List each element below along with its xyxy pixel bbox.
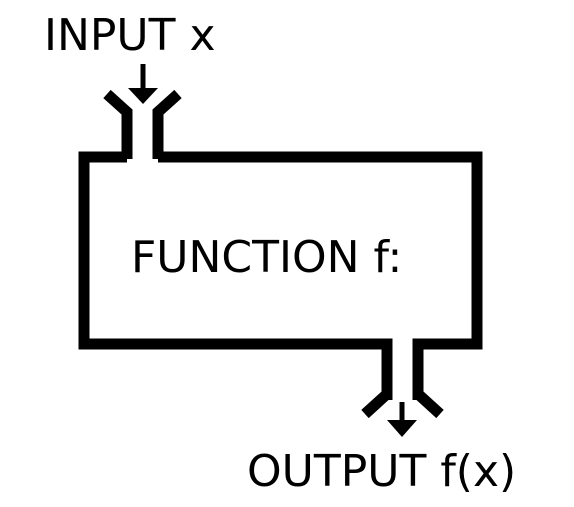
output-label: OUTPUT f(x) [247, 446, 516, 497]
output-funnel [361, 344, 444, 419]
output-arrow [387, 402, 417, 437]
input-funnel [103, 89, 182, 159]
function-label: FUNCTION f: [131, 232, 402, 283]
input-label: INPUT x [44, 10, 216, 61]
input-arrow [128, 64, 158, 104]
